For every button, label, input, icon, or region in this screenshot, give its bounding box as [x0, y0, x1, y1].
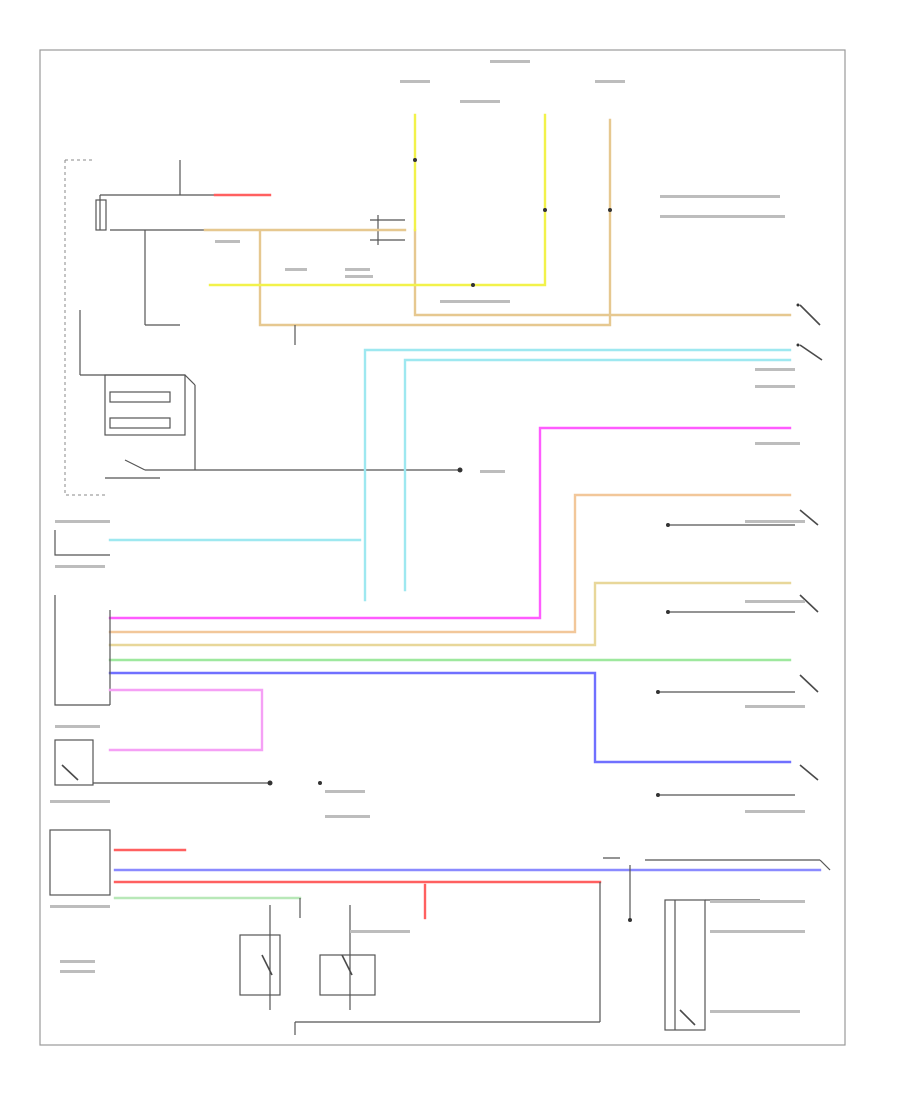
bottom-wire-group [113, 848, 831, 1035]
switch-icon [656, 674, 819, 694]
label-marks [50, 60, 805, 1013]
fuse-relay-block [64, 159, 463, 496]
switch-icon [666, 594, 819, 614]
sensor-switch-column [108, 303, 823, 797]
switch-icon [666, 509, 819, 527]
switch-icon [799, 764, 819, 781]
switch-icon [261, 954, 353, 976]
pink-wire-loop [108, 688, 264, 752]
switch-icon [61, 764, 79, 781]
switch-icon [796, 303, 823, 361]
yellow-wire-main [208, 113, 547, 287]
orange-wire [108, 493, 792, 634]
blue-wire [108, 671, 792, 764]
diagram-frame [39, 49, 846, 1046]
ground-icon [318, 781, 632, 922]
magenta-wire [108, 426, 792, 620]
left-modules [49, 530, 273, 896]
khaki-wire [108, 581, 792, 647]
cyan-wire [363, 348, 792, 602]
switch-icon [679, 1009, 696, 1026]
top-wire-group [203, 113, 792, 345]
red-wire-bottom [113, 848, 602, 884]
tan-wire-ign [203, 118, 792, 327]
